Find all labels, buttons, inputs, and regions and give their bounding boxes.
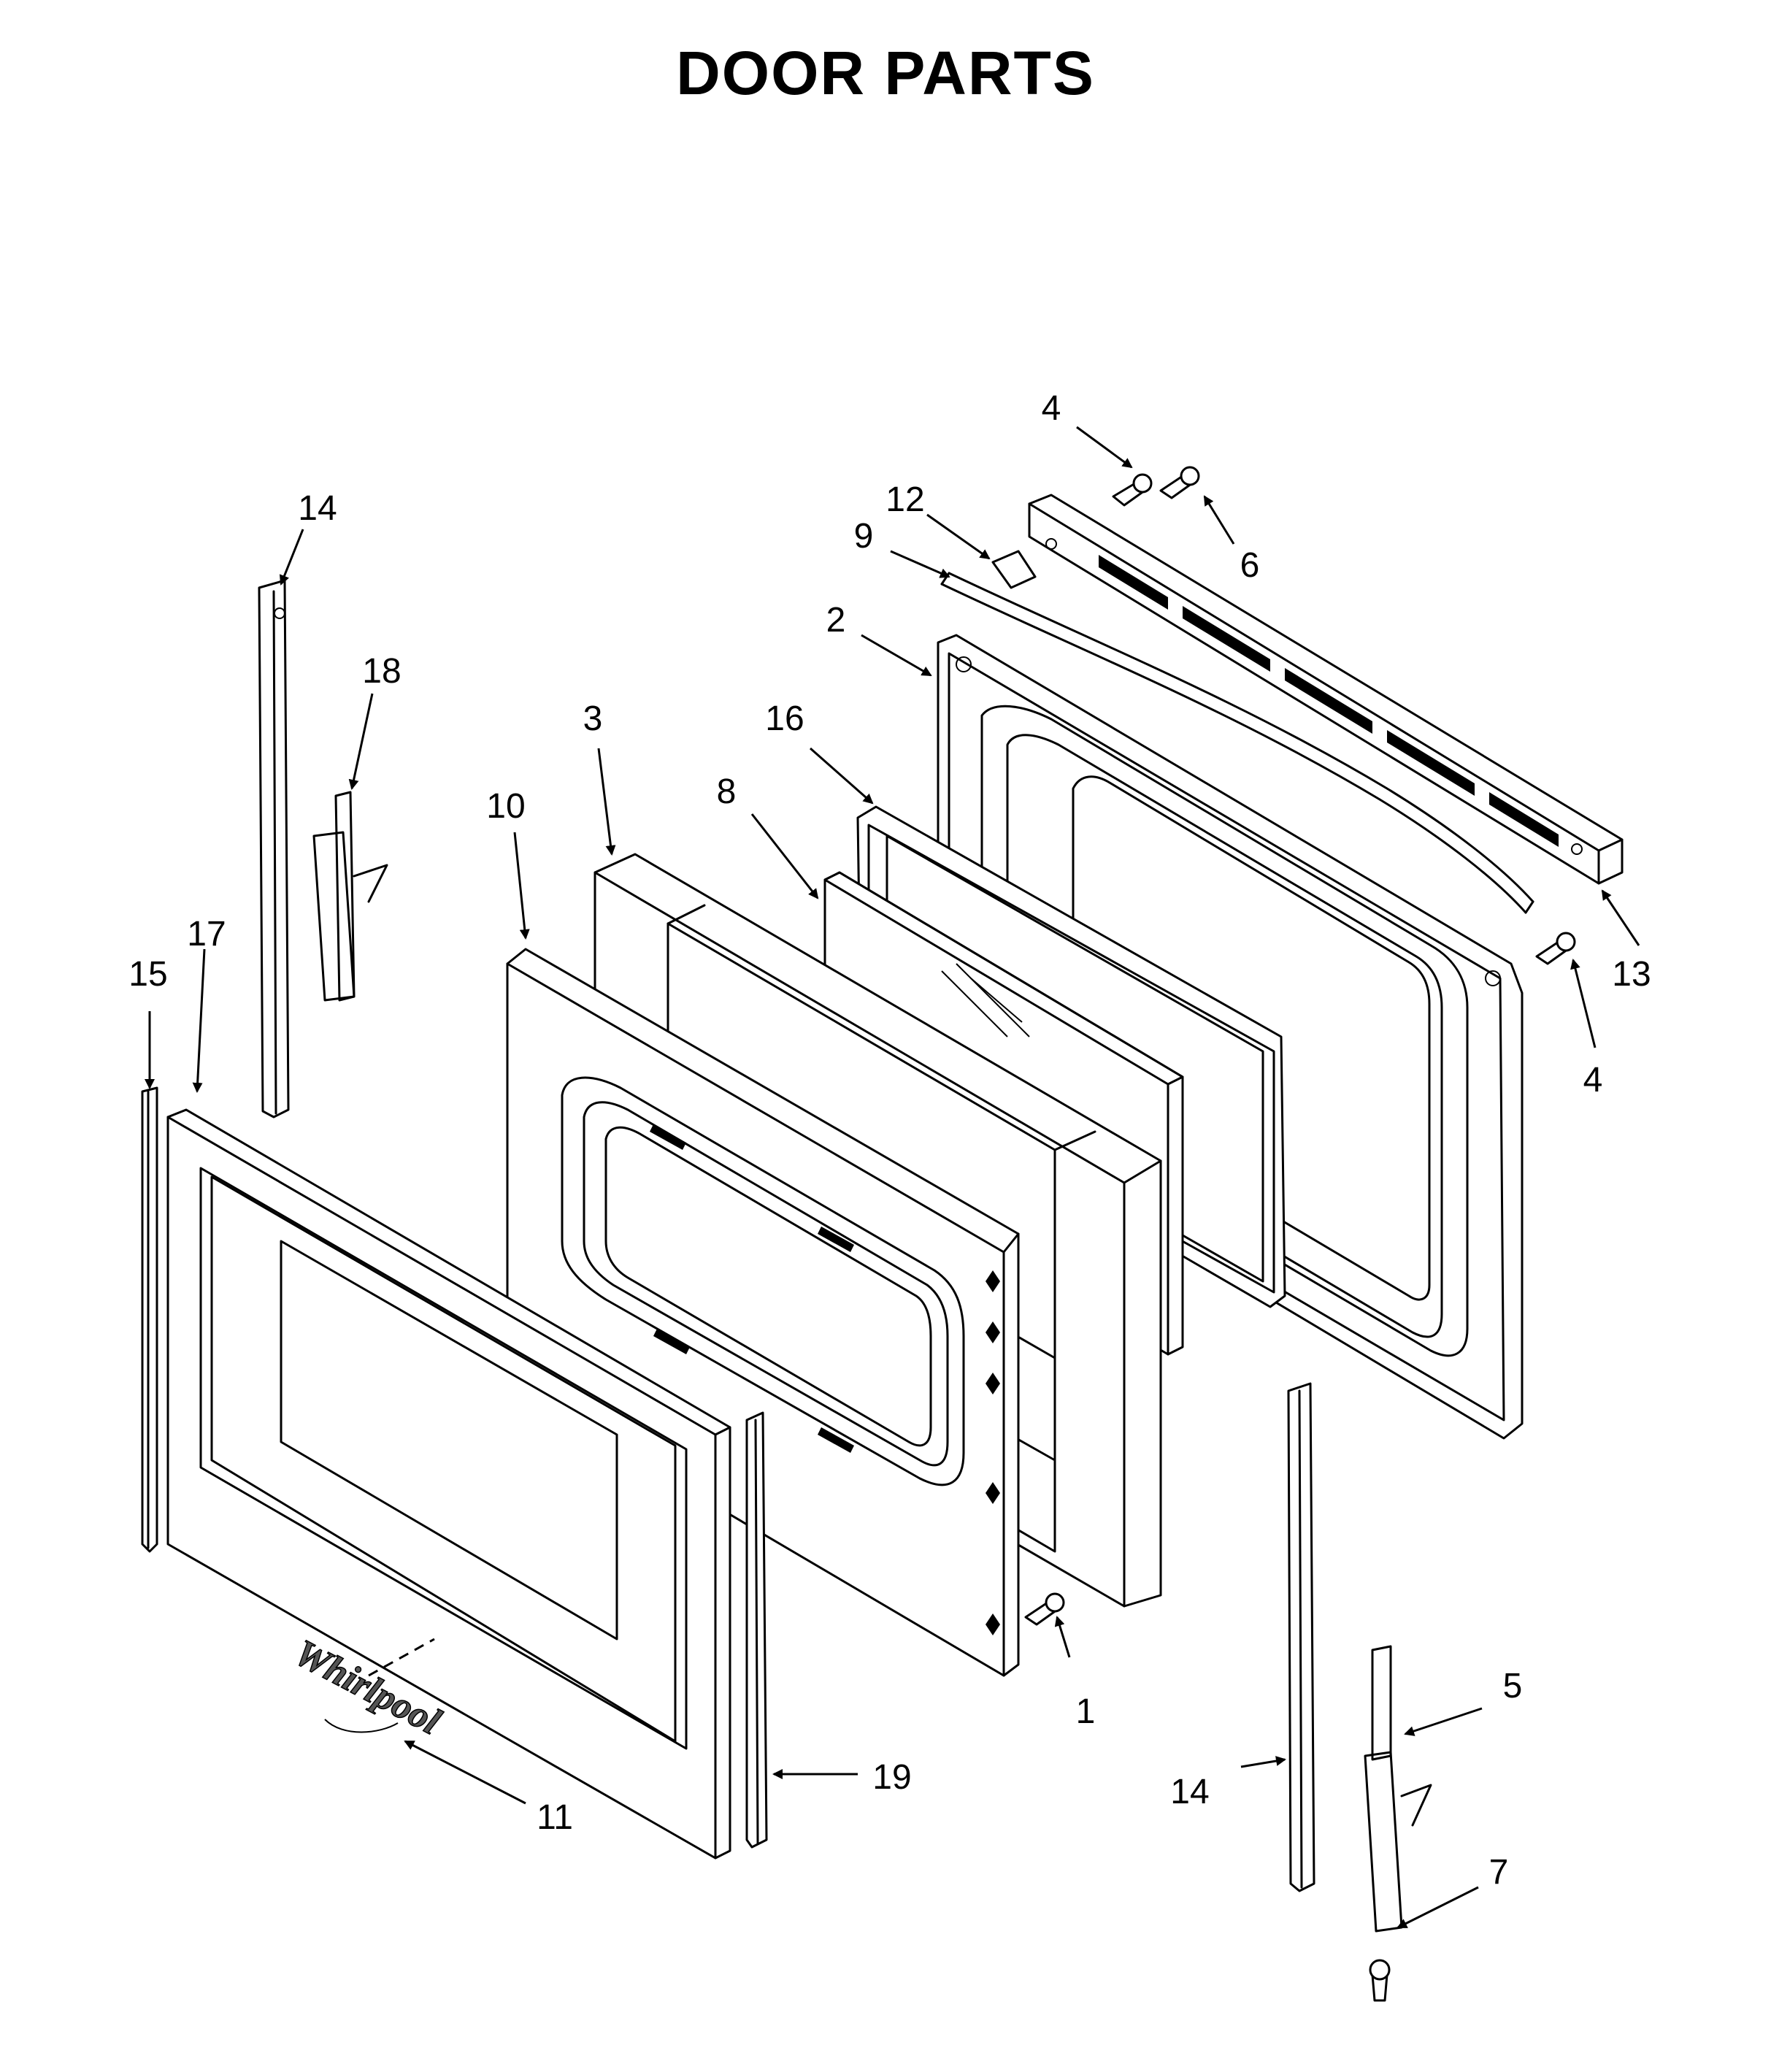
part-12-clip: [991, 550, 1037, 589]
callout-16: 16: [765, 699, 804, 738]
part-13-vent-trim: [1028, 494, 1624, 885]
callout-14-left: 14: [298, 489, 337, 528]
part-1-screw: [1024, 1592, 1065, 1626]
callout-6: 6: [1240, 546, 1260, 585]
part-10-inner-liner: [506, 948, 1020, 1677]
part-14-hinge-channel-right: [1287, 1382, 1315, 1892]
callout-4-top: 4: [1042, 389, 1061, 428]
callout-13: 13: [1612, 955, 1651, 994]
callout-3: 3: [583, 699, 603, 738]
callout-12: 12: [886, 480, 924, 519]
part-5-hinge-right: [1364, 1645, 1432, 1933]
part-18-hinge-left: [312, 791, 388, 1002]
part-14-hinge-channel-left: [258, 579, 290, 1119]
part-15-left-trim: [141, 1086, 158, 1553]
callout-labels: 1 2 3 4 4 5 6 7 8 9 10 11 12 13 14 14 15…: [128, 389, 1651, 1892]
callout-5: 5: [1503, 1667, 1523, 1705]
callout-15: 15: [128, 955, 167, 994]
callout-10: 10: [486, 787, 525, 826]
page-title: DOOR PARTS: [676, 39, 1095, 107]
part-4-screw-right: [1535, 932, 1576, 965]
part-19-right-trim: [745, 1411, 768, 1849]
callout-4-right: 4: [1583, 1061, 1603, 1100]
callout-8: 8: [717, 772, 737, 811]
callout-1: 1: [1076, 1692, 1096, 1731]
callout-14-right: 14: [1170, 1773, 1209, 1811]
callout-2: 2: [826, 601, 846, 640]
callout-9: 9: [854, 517, 874, 556]
part-11-outer-door: [166, 1108, 731, 1860]
part-6-screw-top: [1159, 466, 1200, 499]
part-7-screw: [1369, 1959, 1391, 2002]
leader-arrows: [145, 426, 1640, 1929]
callout-18: 18: [362, 652, 401, 691]
callout-17: 17: [187, 915, 226, 953]
callout-7: 7: [1489, 1853, 1509, 1892]
part-4-screw-top: [1112, 473, 1153, 507]
callout-11: 11: [537, 1798, 573, 1837]
callout-19: 19: [872, 1758, 911, 1797]
